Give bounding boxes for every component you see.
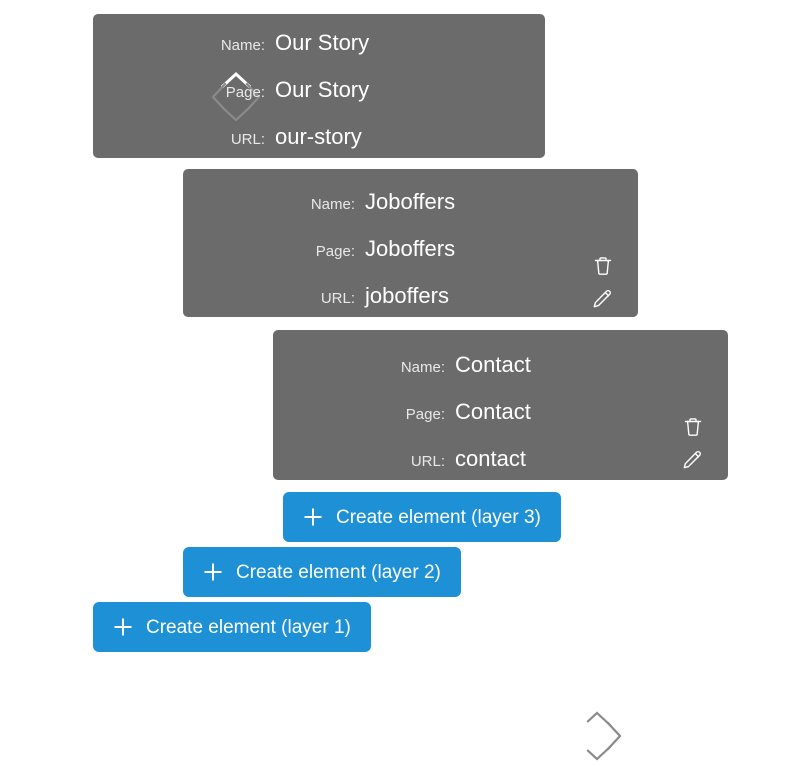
url-label: URL: xyxy=(320,290,355,307)
element-card[interactable]: Name: Contact Page: Contact URL: contact xyxy=(273,330,728,761)
page-label: Page: xyxy=(315,243,355,260)
pencil-icon[interactable] xyxy=(590,287,616,313)
create-element-layer-2-button[interactable]: Create element (layer 2) xyxy=(183,547,461,597)
create-element-layer-3-button[interactable]: Create element (layer 3) xyxy=(283,492,561,542)
element-card[interactable]: Name: Our Story Page: Our Story URL: our… xyxy=(93,14,615,161)
name-value: Contact xyxy=(455,352,531,377)
field-row-page: Page: Joboffers xyxy=(283,238,455,285)
plus-icon xyxy=(203,562,223,582)
page-value: Contact xyxy=(455,399,531,424)
element-tree-canvas: Name: Our Story Page: Our Story URL: our… xyxy=(93,14,728,761)
url-label: URL: xyxy=(230,131,265,148)
trash-icon[interactable] xyxy=(593,106,619,132)
page-label: Page: xyxy=(225,84,265,101)
card-actions xyxy=(590,253,616,313)
chevron-left-icon xyxy=(211,82,227,112)
direction-nav-control[interactable] xyxy=(566,705,628,767)
field-row-name: Name: Joboffers xyxy=(283,191,455,238)
name-label: Name: xyxy=(220,37,265,54)
create-element-layer-1-button[interactable]: Create element (layer 1) xyxy=(93,602,371,652)
chevron-up-icon xyxy=(220,71,252,89)
field-row-name: Name: Contact xyxy=(373,354,531,401)
create-element-layer-2-label: Create element (layer 2) xyxy=(236,561,441,583)
page-value: Joboffers xyxy=(365,236,456,261)
chevron-right-icon xyxy=(245,82,261,112)
card-actions xyxy=(593,106,619,166)
field-row-url: URL: joboffers xyxy=(283,285,455,332)
chevron-left-icon xyxy=(571,720,589,752)
trash-icon[interactable] xyxy=(680,414,706,440)
chevron-up-icon xyxy=(582,711,612,727)
plus-icon xyxy=(303,507,323,527)
card-actions xyxy=(680,414,706,474)
pencil-icon[interactable] xyxy=(593,140,619,166)
chevron-down-icon xyxy=(221,106,251,122)
element-fields: Name: Our Story Page: Our Story URL: our… xyxy=(193,32,369,173)
field-row-name: Name: Our Story xyxy=(193,32,369,79)
field-row-url: URL: our-story xyxy=(193,126,369,173)
page-label: Page: xyxy=(405,406,445,423)
chevron-right-icon xyxy=(606,721,622,751)
name-value: Joboffers xyxy=(365,189,456,214)
url-value: contact xyxy=(455,446,526,471)
create-element-layer-1-label: Create element (layer 1) xyxy=(146,616,351,638)
url-value: joboffers xyxy=(365,283,449,308)
field-row-page: Page: Our Story xyxy=(193,79,369,126)
chevron-down-icon xyxy=(582,745,612,761)
url-label: URL: xyxy=(410,453,445,470)
name-value: Our Story xyxy=(275,30,370,55)
field-row-page: Page: Contact xyxy=(373,401,531,448)
name-label: Name: xyxy=(400,359,445,376)
field-row-url: URL: contact xyxy=(373,448,531,495)
direction-nav-control[interactable] xyxy=(205,66,267,128)
name-label: Name: xyxy=(310,196,355,213)
url-value: our-story xyxy=(275,124,362,149)
plus-icon xyxy=(113,617,133,637)
page-value: Our Story xyxy=(275,77,370,102)
element-card[interactable]: Name: Joboffers Page: Joboffers URL: job… xyxy=(183,169,638,440)
element-fields: Name: Joboffers Page: Joboffers URL: job… xyxy=(283,191,455,332)
element-fields: Name: Contact Page: Contact URL: contact xyxy=(373,354,531,495)
pencil-icon[interactable] xyxy=(680,448,706,474)
trash-icon[interactable] xyxy=(590,253,616,279)
create-element-layer-3-label: Create element (layer 3) xyxy=(336,506,541,528)
